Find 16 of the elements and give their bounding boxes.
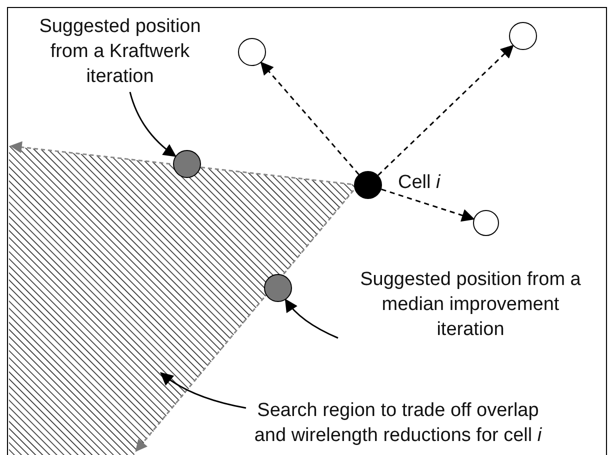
arrow <box>260 62 360 175</box>
cell-circle <box>264 274 292 302</box>
annotation-text: Search region to trade off overlap and wirelength reductions for cell i <box>246 396 550 450</box>
cell-circle <box>473 210 499 236</box>
cell-circle <box>354 171 382 199</box>
cell-circle <box>238 38 266 66</box>
leader-arrow <box>284 298 338 339</box>
annotation-text: Suggested position from a Kraftwerk iteration <box>25 10 215 92</box>
leader-arrow <box>129 92 176 157</box>
annotation-text: Suggested position from a median improvement iteration <box>338 264 603 344</box>
cell-label: Cell i <box>398 172 440 194</box>
cell-circle <box>509 22 537 50</box>
cell-circle <box>173 150 201 178</box>
arrow <box>381 188 475 222</box>
arrow <box>378 44 514 176</box>
leader-arrow <box>160 372 246 409</box>
